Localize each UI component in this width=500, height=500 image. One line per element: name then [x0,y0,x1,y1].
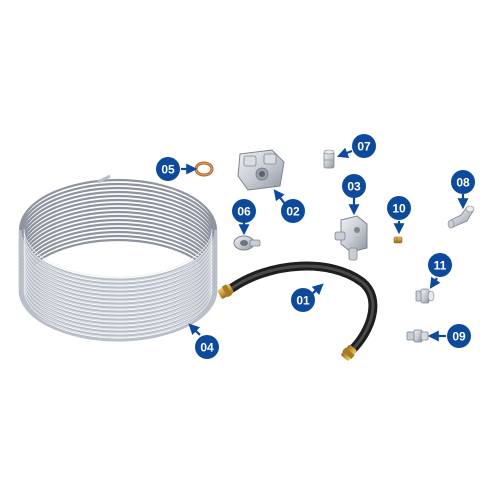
tube-coil-back-turn [18,218,218,271]
tube-coil-highlight [23,232,213,282]
callout-arrow-01 [311,283,324,295]
tube-coil-back-turn [18,186,218,239]
adapter-fitting-icon [323,149,335,169]
callout-label-06: 06 [237,204,251,218]
tube-coil-front-turn [18,273,218,326]
valve-block-icon [334,215,368,261]
union-fitting-icon [415,288,435,304]
tube-coil-front-turn [18,229,218,282]
tube-coil-front-turn [18,241,218,294]
tube-coil-highlight [23,280,213,330]
callout-badge-06: 06 [232,199,256,223]
callout-label-08: 08 [456,175,470,189]
tube-coil-front-turn [18,281,218,334]
callout-label-05: 05 [161,162,175,176]
callout-badges: 01 02 03 04 05 06 07 08 [156,134,475,359]
tube-coil-back-turn [18,214,218,267]
tube-coil-highlight [23,248,213,298]
tube-coil-highlight [23,236,213,286]
callout-arrow-04 [188,323,201,336]
tube-coil-highlight [23,252,213,302]
tube-coil-highlight [23,268,213,318]
callout-arrow-11 [429,276,441,289]
tube-coil-front-turn [18,237,218,290]
tube-coil-front-turn [18,249,218,302]
tube-coil-front-turn [18,261,218,314]
tube-coil-back-turn [18,190,218,243]
copper-washer-icon [194,161,214,177]
straight-connector-icon [406,329,429,343]
small-brass-screw-icon [393,236,403,244]
elbow-fitting-icon [447,205,475,229]
callout-badge-02: 02 [281,199,305,223]
callout-label-09: 09 [452,329,466,343]
tube-coil-highlight [23,240,213,290]
callout-badge-01: 01 [291,288,315,312]
callout-arrow-07 [336,147,353,158]
tube-coil-front-turn [18,257,218,310]
tube-coil-front-turn [18,289,218,342]
tube-coil-highlight [23,244,213,294]
tube-coil-back-turn [18,198,218,251]
callout-arrow-02 [273,189,286,205]
tube-coil-front-turn [18,233,218,286]
tube-coil-front-turn [18,253,218,306]
tube-coil-front-turn [18,277,218,330]
tube-coil-back-turn [18,202,218,255]
tube-coil-highlight [23,276,213,326]
callout-badge-08: 08 [451,170,475,194]
callout-badge-04: 04 [195,335,219,359]
callout-badge-09: 09 [447,324,471,348]
tube-coil-highlight [23,228,213,278]
tube-coil-front-turn [18,285,218,338]
tube-coil-front-turn [18,269,218,322]
tube-coil-icon [18,174,218,342]
filter-head-icon [237,149,285,191]
callout-label-01: 01 [296,293,310,307]
tube-coil-front-turn [18,245,218,298]
callout-label-02: 02 [286,204,300,218]
tube-coil-back-turn [18,178,218,231]
tube-coil-highlight [23,284,213,334]
callout-badge-05: 05 [156,157,180,181]
callout-label-04: 04 [200,340,214,354]
tube-coil-front-turn [18,265,218,318]
tube-coil-back-turn [18,206,218,259]
callout-label-07: 07 [357,139,371,153]
callout-label-10: 10 [392,201,406,215]
callout-badge-10: 10 [387,196,411,220]
callout-badge-07: 07 [352,134,376,158]
tube-coil-highlight [23,288,213,338]
callout-badge-11: 11 [428,253,452,277]
braided-hose-icon [217,261,378,361]
callout-label-11: 11 [434,258,447,272]
tube-coil-end [97,174,111,184]
tube-coil-highlight [23,260,213,310]
tube-coil-highlight [23,256,213,306]
banjo-fitting-icon [233,235,261,251]
tube-coil-back-turn [18,182,218,235]
callout-label-03: 03 [347,179,361,193]
tube-coil-back-turn [18,210,218,263]
tube-coil-back-turn [18,194,218,247]
callout-badge-03: 03 [342,174,366,198]
tube-coil-highlight [23,272,213,322]
callout-arrows [181,147,469,342]
tube-coil-highlight [23,264,213,314]
